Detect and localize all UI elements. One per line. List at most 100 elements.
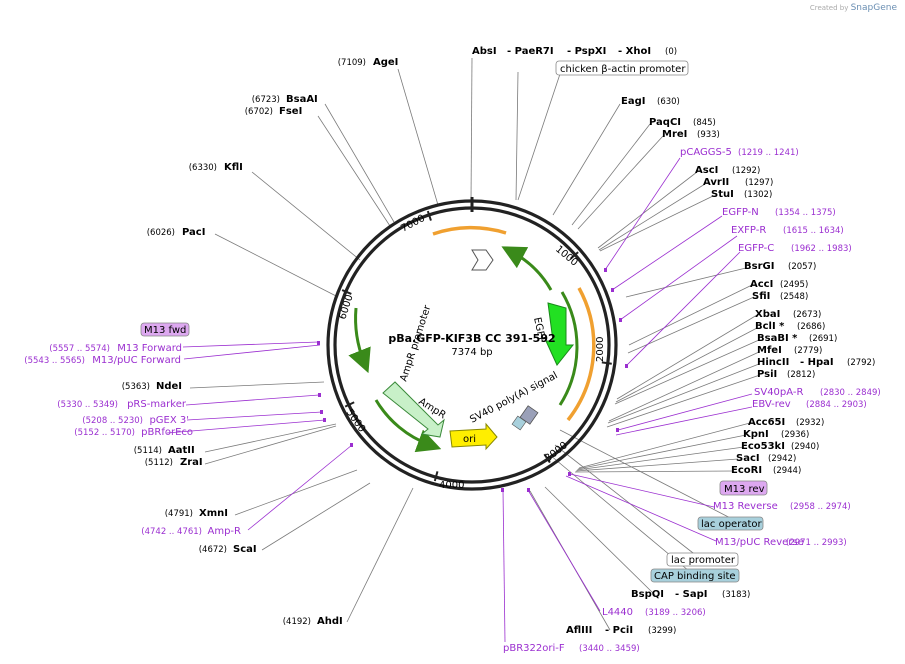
tick-4000 bbox=[433, 471, 439, 482]
svg-text:(2792): (2792) bbox=[847, 358, 875, 368]
enzyme-avrii[interactable]: AvrII bbox=[703, 177, 729, 188]
svg-text:(7109): (7109) bbox=[338, 58, 366, 68]
svg-text:(2691): (2691) bbox=[809, 334, 837, 344]
enzyme-kfli[interactable]: KflI bbox=[224, 162, 243, 173]
enzyme-psii[interactable]: PsiI bbox=[757, 369, 777, 380]
enzyme-xmni[interactable]: XmnI bbox=[199, 508, 228, 519]
enzyme-sfii[interactable]: SfiI bbox=[752, 291, 770, 302]
svg-text:chicken β-actin promoter: chicken β-actin promoter bbox=[560, 64, 686, 75]
enzyme-pcii[interactable]: - PciI bbox=[605, 625, 633, 636]
enzyme-fsei[interactable]: FseI bbox=[279, 106, 302, 117]
tick-label-4000: 4000 bbox=[439, 480, 464, 491]
svg-text:(2830 .. 2849): (2830 .. 2849) bbox=[820, 388, 881, 398]
enzyme-bspqi[interactable]: BspQI bbox=[631, 589, 664, 600]
ampr-feature-arrow[interactable] bbox=[382, 381, 445, 438]
svg-text:(2940): (2940) bbox=[791, 442, 819, 452]
svg-text:(2942): (2942) bbox=[768, 454, 796, 464]
lac-small-box bbox=[511, 415, 527, 431]
enzyme-absi[interactable]: AbsI bbox=[472, 46, 497, 57]
primer-egfp-c[interactable]: EGFP-C bbox=[738, 243, 774, 254]
primer-prs-marker[interactable]: pRS-marker bbox=[127, 399, 187, 410]
enzyme-hpai[interactable]: - HpaI bbox=[800, 357, 834, 368]
enzyme-eco53ki[interactable]: Eco53kI bbox=[741, 441, 785, 452]
primer-egfp-n[interactable]: EGFP-N bbox=[722, 207, 759, 218]
svg-text:(6702): (6702) bbox=[245, 107, 273, 117]
enzyme-saci[interactable]: SacI bbox=[736, 453, 760, 464]
primer-m13-reverse[interactable]: M13 Reverse bbox=[713, 501, 778, 512]
primer-pbrforeco[interactable]: pBRforEco bbox=[141, 427, 193, 438]
box-chicken-actin[interactable] bbox=[555, 60, 689, 76]
box-cap-binding-site[interactable] bbox=[650, 568, 740, 583]
enzyme-hincii[interactable]: HincII bbox=[757, 357, 789, 368]
enzyme-acc65i[interactable]: Acc65I bbox=[748, 417, 785, 428]
box-m13-fwd[interactable] bbox=[140, 322, 190, 337]
primer-pbr322ori-f[interactable]: pBR322ori-F bbox=[503, 643, 565, 654]
enzyme-xbai[interactable]: XbaI bbox=[755, 309, 780, 320]
tick-7000 bbox=[426, 210, 432, 221]
svg-text:(2944): (2944) bbox=[773, 466, 801, 476]
enzyme-ndei[interactable]: NdeI bbox=[156, 381, 182, 392]
svg-text:(2971 .. 2993): (2971 .. 2993) bbox=[786, 538, 847, 548]
box-lac-operator[interactable] bbox=[697, 516, 764, 531]
enzyme-bsrgi[interactable]: BsrGI bbox=[744, 261, 774, 272]
primer-ticks bbox=[317, 268, 628, 492]
primer-exfp-r[interactable]: EXFP-R bbox=[731, 225, 766, 236]
svg-text:(3189 .. 3206): (3189 .. 3206) bbox=[645, 608, 706, 618]
enzyme-stui[interactable]: StuI bbox=[711, 189, 734, 200]
ori-label: ori bbox=[463, 434, 476, 445]
primer-sv40pa-r[interactable]: SV40pA-R bbox=[754, 387, 803, 398]
enzyme-ahdi[interactable]: AhdI bbox=[317, 616, 343, 627]
enzyme-mfei[interactable]: MfeI bbox=[757, 345, 782, 356]
green-arrow-3 bbox=[348, 307, 371, 374]
primer-l4440[interactable]: L4440 bbox=[602, 607, 633, 618]
enzyme-bcli[interactable]: BclI * bbox=[755, 321, 785, 332]
primer-pcaggs5[interactable]: pCAGGS-5 bbox=[680, 147, 732, 158]
svg-text:(5114): (5114) bbox=[134, 446, 162, 456]
enzyme-ecori[interactable]: EcoRI bbox=[731, 465, 762, 476]
svg-text:(5543 .. 5565): (5543 .. 5565) bbox=[24, 356, 85, 366]
green-arrow-1 bbox=[501, 246, 553, 291]
svg-text:(933): (933) bbox=[697, 130, 720, 140]
primer-amp-r[interactable]: Amp-R bbox=[208, 526, 242, 537]
box-lac-promoter[interactable] bbox=[666, 552, 739, 567]
primer-m13puc-forward[interactable]: M13/pUC Forward bbox=[92, 355, 181, 366]
enzyme-paer7i[interactable]: - PaeR7I bbox=[507, 46, 554, 57]
enzyme-paqci[interactable]: PaqCI bbox=[649, 117, 681, 128]
enzyme-mrei[interactable]: MreI bbox=[662, 129, 687, 140]
enzyme-eagi[interactable]: EagI bbox=[621, 96, 645, 107]
enzyme-agei[interactable]: AgeI bbox=[373, 57, 398, 68]
enzyme-scai[interactable]: ScaI bbox=[233, 544, 257, 555]
primer-ebv-rev[interactable]: EBV-rev bbox=[752, 399, 791, 410]
tick-3000 bbox=[543, 453, 551, 464]
svg-text:(2884 .. 2903): (2884 .. 2903) bbox=[806, 400, 867, 410]
enzyme-paci[interactable]: PacI bbox=[182, 227, 205, 238]
enzyme-afliii[interactable]: AflIII bbox=[566, 625, 592, 636]
enzyme-asci[interactable]: AscI bbox=[695, 165, 718, 176]
svg-text:(2812): (2812) bbox=[787, 370, 815, 380]
ring-ticks bbox=[341, 197, 612, 482]
svg-text:(3299): (3299) bbox=[648, 626, 676, 636]
enzyme-acci[interactable]: AccI bbox=[750, 279, 773, 290]
svg-text:M13 fwd: M13 fwd bbox=[144, 325, 186, 336]
enzyme-pspxi[interactable]: - PspXI bbox=[567, 46, 606, 57]
svg-text:(1354 .. 1375): (1354 .. 1375) bbox=[775, 208, 836, 218]
enzyme-bsabi[interactable]: BsaBI * bbox=[757, 333, 798, 344]
enzyme-zrai[interactable]: ZraI bbox=[180, 457, 203, 468]
svg-text:(2686): (2686) bbox=[797, 322, 825, 332]
primer-pgex3[interactable]: pGEX 3' bbox=[149, 415, 189, 426]
enzyme-kpni[interactable]: KpnI bbox=[743, 429, 769, 440]
enzyme-sapi[interactable]: - SapI bbox=[675, 589, 707, 600]
enzyme-xhoi[interactable]: - XhoI bbox=[618, 46, 651, 57]
svg-text:(1219 .. 1241): (1219 .. 1241) bbox=[738, 148, 799, 158]
enzyme-bsaai[interactable]: BsaAI bbox=[286, 94, 318, 105]
svg-text:(1962 .. 1983): (1962 .. 1983) bbox=[791, 244, 852, 254]
plasmid-length: 7374 bp bbox=[451, 347, 492, 358]
ori-feature-arrow[interactable] bbox=[449, 422, 498, 451]
tick-5000 bbox=[344, 401, 355, 408]
box-m13-rev[interactable] bbox=[719, 480, 768, 496]
enzyme-labels: AbsI - PaeR7I - PspXI - XhoI (0) (7109) … bbox=[122, 46, 876, 636]
primer-m13puc-reverse[interactable]: M13/pUC Reverse bbox=[715, 537, 804, 548]
egfp-feature-arrow[interactable] bbox=[545, 302, 575, 366]
primer-m13-forward[interactable]: M13 Forward bbox=[117, 343, 182, 354]
enzyme-aatii[interactable]: AatII bbox=[168, 445, 195, 456]
